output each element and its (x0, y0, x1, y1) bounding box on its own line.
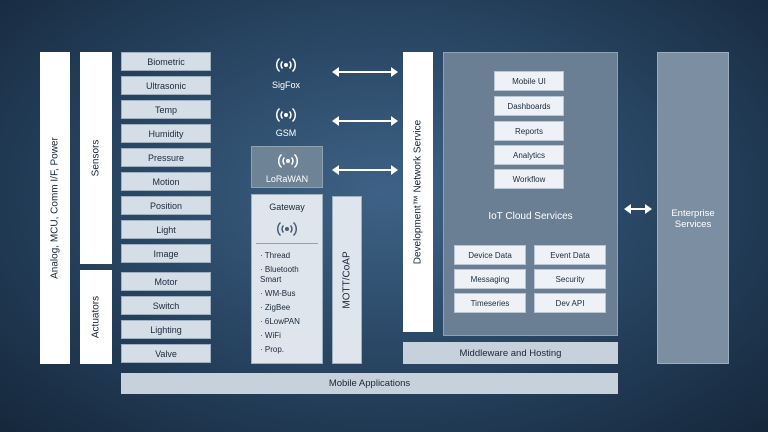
sensor-item: Biometric (121, 52, 211, 71)
actuator-item: Switch (121, 296, 211, 315)
enterprise-label: Enterprise Services (671, 208, 715, 230)
gateway-panel: Gateway · Thread · Bluetooth Smart · WM-… (251, 194, 323, 364)
sensor-item: Pressure (121, 148, 211, 167)
wireless-signal-icon (276, 107, 296, 123)
gateway-protocol-item: · Bluetooth Smart (260, 265, 299, 284)
cloud-grid-item: Device Data (454, 245, 526, 265)
protocol-label: MOTT/CoAP (341, 251, 353, 309)
gateway-divider (256, 243, 318, 244)
middleware-bar: Middleware and Hosting (403, 342, 618, 364)
sensors-bar: Sensors (80, 52, 112, 264)
sensor-list: Biometric Ultrasonic Temp Humidity Press… (121, 52, 211, 264)
cloud-grid-item: Security (534, 269, 606, 289)
sensor-item: Ultrasonic (121, 76, 211, 95)
bidirectional-arrow (332, 164, 398, 176)
cloud-label: IoT Cloud Services (488, 211, 573, 222)
sigfox-label: SigFox (271, 80, 300, 90)
gateway-protocol-item: · ZigBee (260, 303, 291, 312)
cloud-grid-item: Dev API (534, 293, 606, 313)
cloud-service-item: Mobile UI (494, 71, 564, 91)
dev-network-label: Development™ Network Service (412, 119, 424, 265)
lorawan-box: LoRaWAN (251, 146, 323, 188)
bidirectional-arrow (332, 66, 398, 78)
gateway-protocol-list: · Thread · Bluetooth Smart · WM-Bus · Zi… (260, 251, 322, 359)
gateway-protocol-item: · Thread (260, 251, 291, 260)
actuator-list: Motor Switch Lighting Valve (121, 272, 211, 364)
sensor-item: Humidity (121, 124, 211, 143)
cloud-panel: Mobile UI Dashboards Reports Analytics W… (443, 52, 618, 336)
wireless-signal-icon (276, 57, 296, 73)
actuator-item: Motor (121, 272, 211, 291)
sensor-item: Motion (121, 172, 211, 191)
dev-network-bar: Development™ Network Service (403, 52, 433, 332)
cloud-grid-item: Timeseries (454, 293, 526, 313)
actuators-label: Actuators (90, 295, 102, 339)
cloud-service-item: Analytics (494, 145, 564, 165)
sensor-item: Light (121, 220, 211, 239)
sensor-item: Image (121, 244, 211, 263)
enterprise-panel: Enterprise Services (657, 52, 729, 364)
hardware-bar: Analog, MCU, Comm I/F, Power (40, 52, 70, 364)
cloud-service-item: Reports (494, 121, 564, 141)
protocol-box: MOTT/CoAP (332, 196, 362, 364)
cloud-grid-item: Event Data (534, 245, 606, 265)
wireless-signal-icon (278, 153, 298, 169)
sensor-item: Temp (121, 100, 211, 119)
gsm-label: GSM (275, 128, 297, 138)
bidirectional-arrow (332, 115, 398, 127)
gateway-protocol-item: · WiFi (260, 331, 281, 340)
actuators-bar: Actuators (80, 270, 112, 364)
mobile-apps-bar: Mobile Applications (121, 373, 618, 394)
cloud-grid-item: Messaging (454, 269, 526, 289)
gateway-label: Gateway (269, 202, 305, 212)
hardware-bar-label: Analog, MCU, Comm I/F, Power (49, 137, 61, 279)
wireless-signal-icon (277, 221, 297, 237)
actuator-item: Valve (121, 344, 211, 363)
gateway-protocol-item: · WM-Bus (260, 289, 296, 298)
cloud-service-item: Workflow (494, 169, 564, 189)
gateway-protocol-item: · Prop. (260, 345, 285, 354)
actuator-item: Lighting (121, 320, 211, 339)
gateway-protocol-item: · 6LowPAN (260, 317, 300, 326)
sensor-item: Position (121, 196, 211, 215)
sensors-label: Sensors (90, 139, 102, 177)
lorawan-label: LoRaWAN (265, 174, 309, 184)
bidirectional-arrow (624, 203, 652, 215)
cloud-service-item: Dashboards (494, 96, 564, 116)
